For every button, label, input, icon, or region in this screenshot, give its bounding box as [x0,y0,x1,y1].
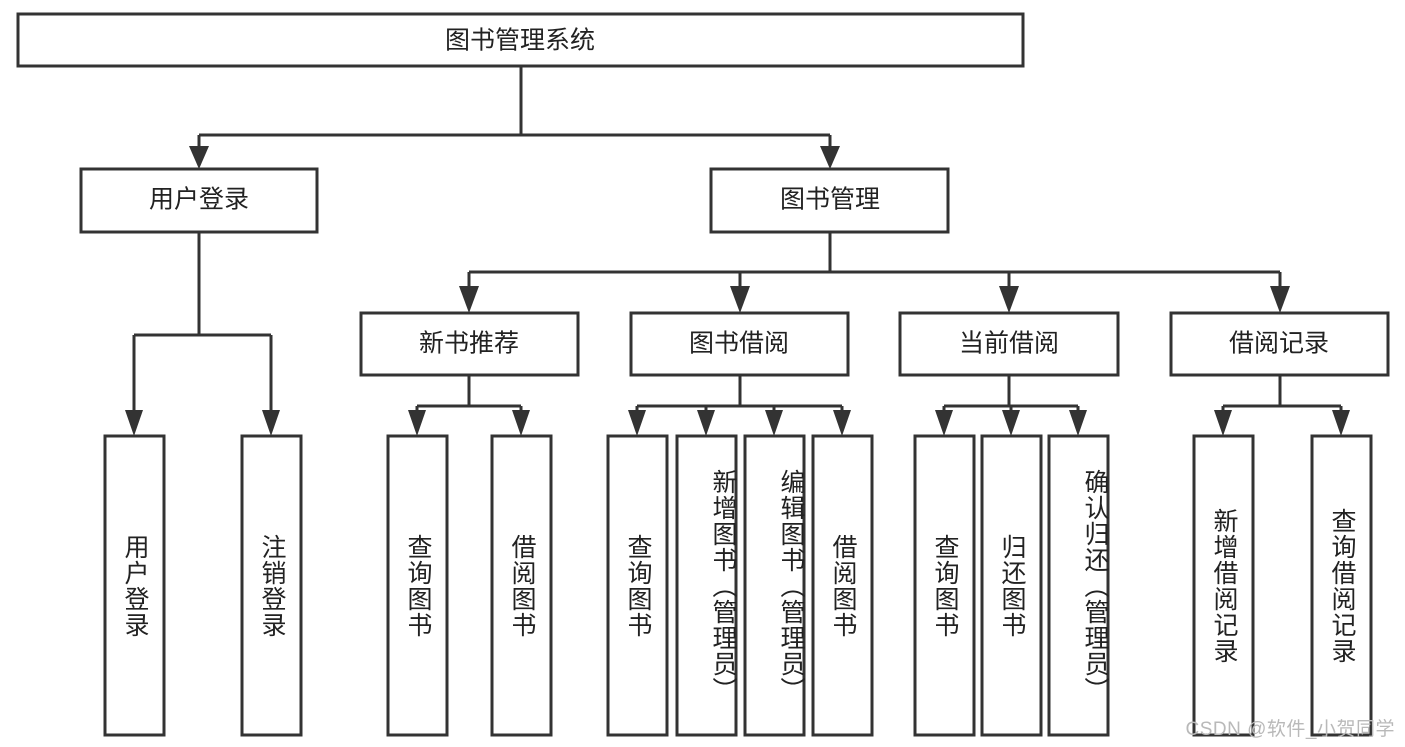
arrow-head-book-manage [820,146,840,169]
node-current-borrow-box[interactable] [898,311,1120,377]
leaf-box-book-borrow-lend[interactable] [811,434,874,737]
arrow-head-leaf-r2 [1332,410,1350,436]
arrow-head-leaf-b3 [765,410,783,436]
node-root-box[interactable] [16,12,1025,68]
node-book-borrow-box[interactable] [629,311,850,377]
connector-group-book-manage-to-level3 [459,232,1290,313]
arrow-head-book-borrow [730,286,750,313]
node-root-book-management-system[interactable]: 图书管理系统 [16,12,1025,68]
node-current-borrow-label: 当前借阅 [959,330,1059,358]
leaf-box-current-borrow-confirm[interactable] [1047,434,1110,737]
connector-group-current-borrow-to-leaves [935,375,1087,436]
arrow-head-new-book [459,286,479,313]
arrow-head-user-login [189,146,209,169]
leaf-box-book-borrow-query[interactable] [606,434,669,737]
arrow-head-borrow-record [1270,286,1290,313]
leaf-box-user-login-logout[interactable] [240,434,303,737]
node-current-borrow[interactable]: 当前借阅 [898,311,1120,377]
arrow-head-leaf-c3 [1069,410,1087,436]
csdn-watermark: CSDN @软件_小贺同学 [1185,719,1395,740]
leaf-box-user-login-login[interactable] [103,434,166,737]
arrow-head-leaf-u1 [125,410,143,436]
leaf-box-borrow-record-add[interactable] [1192,434,1255,737]
connector-group-user-login-to-leaves [125,232,280,436]
arrow-head-leaf-b1 [628,410,646,436]
leaf-box-book-borrow-add[interactable] [675,434,738,737]
node-user-login-box[interactable] [79,167,319,234]
node-new-book-recommend-label: 新书推荐 [419,330,519,358]
node-borrow-record[interactable]: 借阅记录 [1169,311,1390,377]
leaf-box-new-book-query[interactable] [386,434,449,737]
arrow-head-leaf-c2 [1002,410,1020,436]
arrow-head-leaf-r1 [1214,410,1232,436]
node-new-book-recommend[interactable]: 新书推荐 [359,311,580,377]
node-book-borrow[interactable]: 图书借阅 [629,311,850,377]
node-new-book-recommend-box[interactable] [359,311,580,377]
node-book-management-box[interactable] [709,167,950,234]
node-user-login-label: 用户登录 [149,186,249,214]
arrow-head-leaf-b4 [833,410,851,436]
arrow-head-current-borrow [999,286,1019,313]
arrow-head-leaf-u2 [262,410,280,436]
connector-group-borrow-record-to-leaves [1214,375,1350,436]
leaf-box-book-borrow-edit[interactable] [743,434,806,737]
node-book-borrow-label: 图书借阅 [689,330,789,358]
node-book-management[interactable]: 图书管理 [709,167,950,234]
arrow-head-leaf-b2 [697,410,715,436]
leaf-box-current-borrow-return[interactable] [980,434,1043,737]
node-borrow-record-box[interactable] [1169,311,1390,377]
node-root-label: 图书管理系统 [445,27,595,55]
node-user-login[interactable]: 用户登录 [79,167,319,234]
arrow-head-leaf-n1 [408,410,426,436]
node-book-management-label: 图书管理 [780,186,880,214]
connector-group-root-to-level2 [189,66,840,169]
node-borrow-record-label: 借阅记录 [1229,330,1329,358]
connector-group-new-book-to-leaves [408,375,530,436]
connector-group-book-borrow-to-leaves [628,375,851,436]
leaf-box-new-book-borrow[interactable] [490,434,553,737]
leaf-box-current-borrow-query[interactable] [913,434,976,737]
arrow-head-leaf-n2 [512,410,530,436]
leaf-box-borrow-record-query[interactable] [1310,434,1373,737]
arrow-head-leaf-c1 [935,410,953,436]
